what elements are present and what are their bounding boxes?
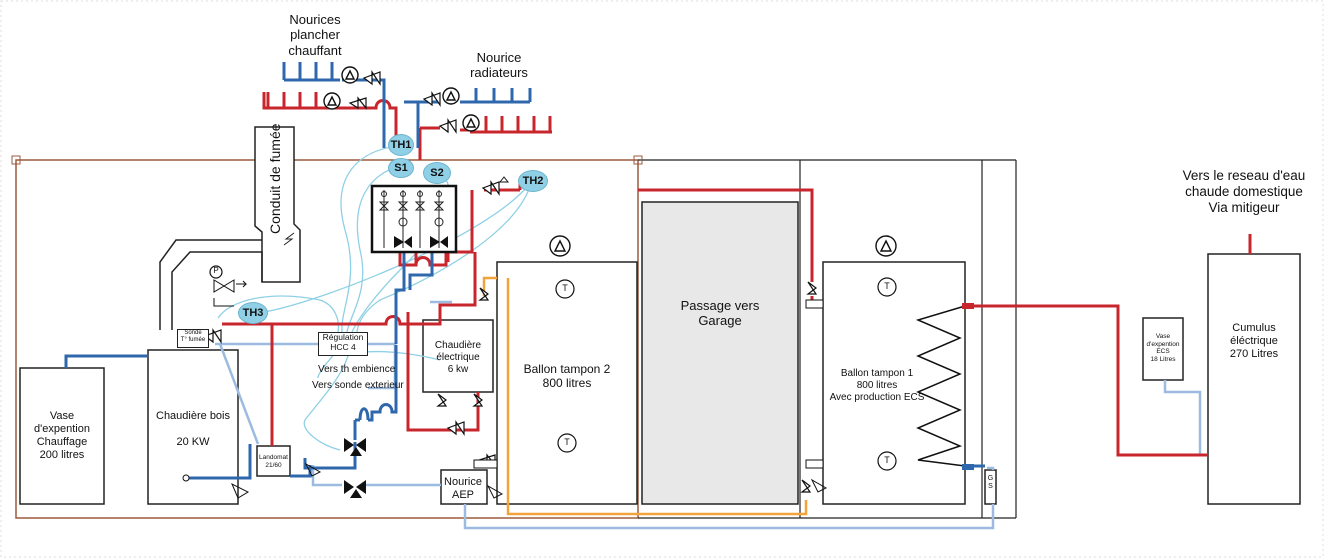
vers-reseau-label: Vers le reseau d'eau chaude domestique V…: [1182, 168, 1306, 215]
building-outline: [11, 155, 1017, 519]
temperature-probes: [555, 277, 897, 471]
three-way-valve-icon: [213, 279, 235, 293]
valve-icon: [438, 118, 457, 134]
ballon-tampon-1-label: Ballon tampon 1 800 litres Avec producti…: [829, 368, 925, 403]
safety-marks: [213, 176, 828, 499]
temp-probe-label: T: [884, 281, 890, 291]
valve-icon: [436, 393, 448, 407]
valve-icons: [203, 70, 818, 493]
three-way-valves: [213, 279, 366, 498]
sensor-s2: S2: [423, 162, 451, 184]
valve-icon: [362, 70, 381, 86]
vase-chauffage-label: Vase d'expention Chauffage 200 litres: [34, 410, 90, 461]
pump-icon: [323, 92, 341, 110]
conduit-fumee-label: Conduit de fumée: [267, 123, 283, 234]
vers-th-ambience-label: Vers th embience: [318, 364, 396, 375]
valve-icon: [481, 180, 500, 196]
pump-icon: [875, 235, 897, 257]
valve-icon: [422, 91, 441, 107]
garage-passage: [641, 201, 799, 505]
cumulus-label: Cumulus éléctrique 270 Litres: [1229, 322, 1279, 360]
valve-icon: [478, 287, 490, 301]
sonde-fumee-box: Sonde T° fumée: [177, 329, 209, 348]
valve-icon: [472, 393, 484, 407]
three-way-valve-icon: [344, 438, 366, 456]
three-way-valve-icon: [344, 480, 366, 498]
chaudiere-bois-label: Chaudière bois 20 KW: [156, 410, 230, 448]
ecs-coil: [915, 305, 966, 467]
sensor-th1: TH1: [388, 134, 414, 156]
ecs-loop: [482, 276, 808, 516]
nourice-aep-label: Nourice AEP: [444, 476, 482, 501]
sonde-fumee-label: Sonde T° fumée: [180, 330, 206, 343]
temp-probe-label: T: [884, 455, 890, 465]
pump-icon: [462, 114, 480, 132]
hydraulic-module: [370, 184, 458, 254]
temperature-probe-icon: [555, 279, 575, 299]
temp-probe-label: T: [562, 283, 568, 293]
cold-water-lines: [64, 62, 985, 480]
temperature-probe-icon: [877, 277, 897, 297]
pump-icons: [323, 66, 897, 257]
pump-icon: [549, 235, 571, 257]
nourices-plancher-label: Nourices plancher chauffant: [288, 12, 342, 58]
valve-icon: [800, 479, 812, 493]
regulation-label: Régulation HCC 4: [322, 332, 364, 352]
pump-icon: [442, 87, 460, 105]
temperature-probe-icon: [557, 433, 577, 453]
gs-label: G S: [987, 475, 994, 491]
valve-icon: [348, 96, 367, 110]
vers-sonde-ext-label: Vers sonde exterieur: [312, 380, 404, 391]
valve-icon: [806, 281, 818, 295]
valve-icon: [203, 328, 222, 344]
chaudiere-electrique-label: Chaudière électrique 6 kw: [434, 340, 482, 375]
pump-icon: [341, 66, 359, 84]
passage-garage-label: Passage vers Garage: [680, 298, 760, 329]
regulation-controller: Régulation HCC 4: [318, 332, 368, 356]
valve-icon: [446, 420, 465, 436]
pressure-gauge-icon: [209, 265, 223, 279]
sensor-s1: S1: [388, 158, 414, 178]
sensor-th2: TH2: [518, 170, 548, 192]
temperature-probe-icon: [877, 451, 897, 471]
temp-probe-label: T: [564, 437, 570, 447]
nourice-radiateurs-label: Nourice radiateurs: [470, 50, 528, 81]
flue-pipe: [159, 126, 301, 330]
vase-ecs-label: Vase d'expention ECS 18 Litres: [1146, 333, 1180, 363]
landomat-label: Landomat 21/60: [259, 454, 288, 469]
manifold-teeth: [266, 92, 552, 134]
sensor-th3: TH3: [238, 302, 268, 324]
pressure-gauge-label: P: [213, 266, 219, 275]
ballon-tampon-2-label: Ballon tampon 2 800 litres: [523, 362, 611, 391]
